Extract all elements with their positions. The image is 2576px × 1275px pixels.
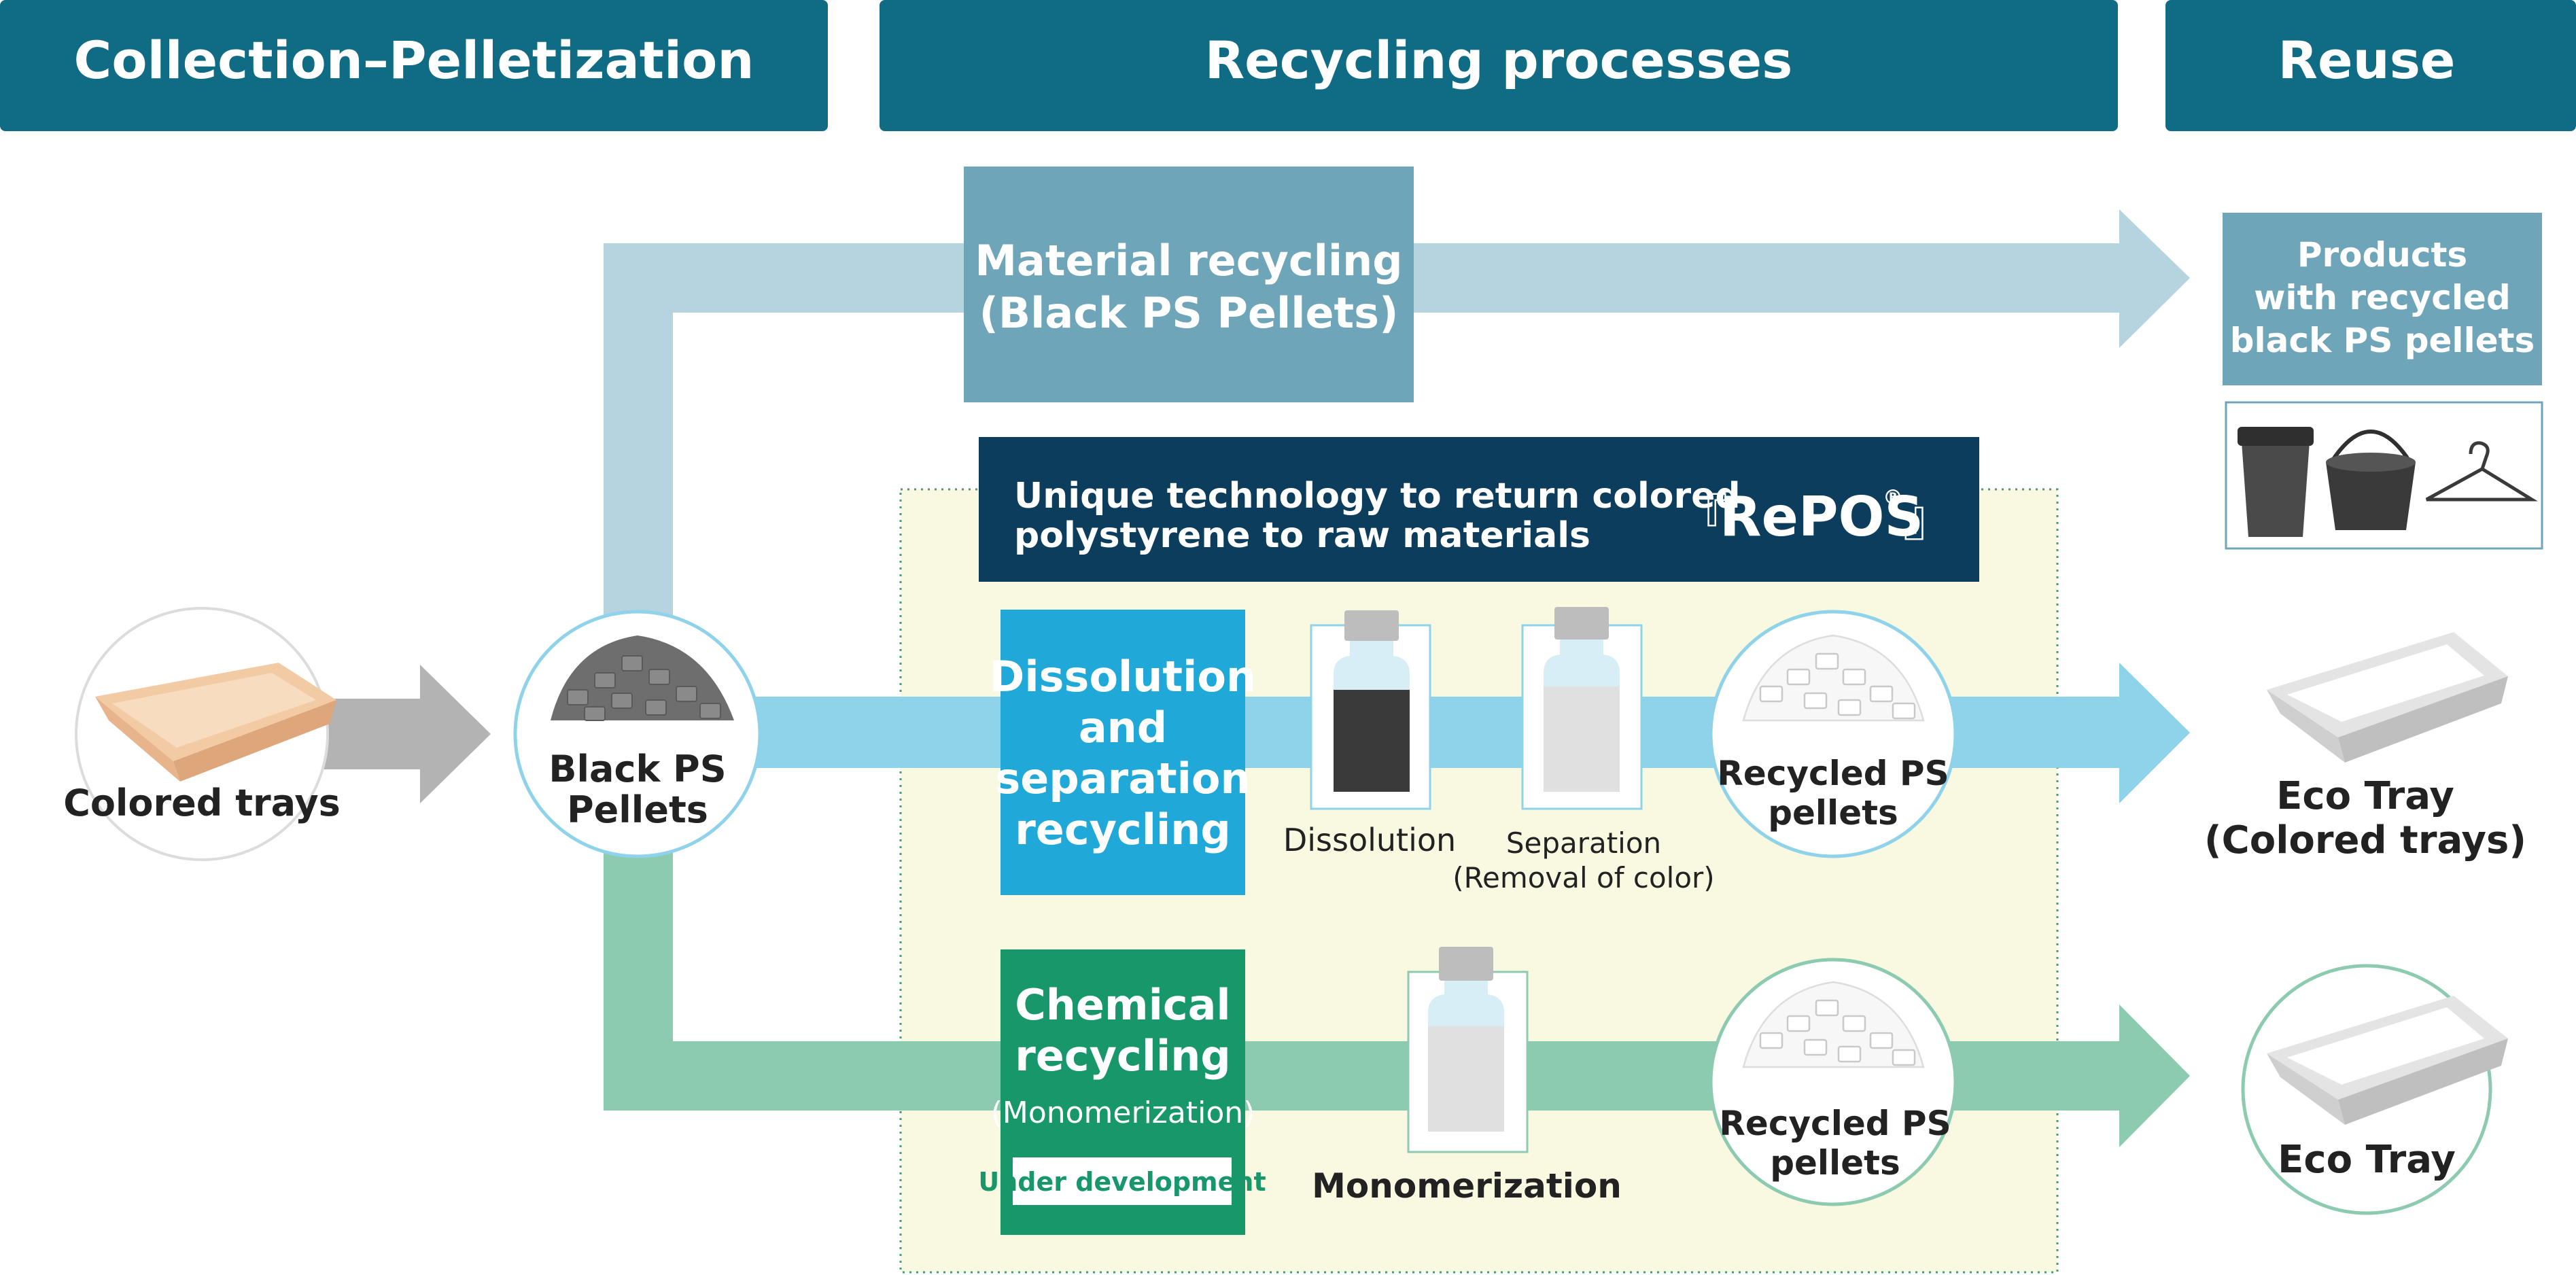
material-recycling-box: Material recycling (Black PS Pellets): [964, 167, 1414, 402]
dissolution-step-label: Dissolution: [1283, 822, 1456, 858]
header-reuse: Reuse: [2165, 0, 2576, 131]
input-arrow: [319, 665, 491, 803]
under-development-badge: [1013, 1157, 1232, 1205]
header-recycling-label: Recycling processes: [1205, 30, 1793, 90]
chemical-arrow-head: [2119, 1005, 2190, 1147]
chemical-line3: (Monomerization): [991, 1096, 1255, 1130]
dissolution-bottle-icon: [1310, 610, 1431, 810]
products-line3: black PS pellets: [2230, 321, 2535, 360]
repos-bracket-open: 『: [1677, 489, 1728, 548]
header-collection-label: Collection–Pelletization: [74, 30, 754, 90]
bucket-icon: [2326, 430, 2416, 530]
separation-step-label-line1: Separation: [1506, 826, 1661, 860]
repos-description-line1: Unique technology to return colored: [1014, 476, 1741, 517]
repos-brand: RePOS: [1720, 485, 1924, 548]
eco-tray-icon-2: [2267, 996, 2508, 1125]
eco-tray-colored-line2: (Colored trays): [2204, 818, 2526, 862]
chemical-output-line2: pellets: [1770, 1143, 1900, 1183]
separation-bottle-icon: [1521, 607, 1643, 810]
hanger-icon: [2425, 441, 2538, 502]
eco-tray-label: Eco Tray: [2278, 1138, 2456, 1182]
repos-registered-mark: ®: [1883, 486, 1903, 510]
products-image-panel: [2225, 401, 2543, 550]
colored-trays-label: Colored trays: [63, 782, 341, 824]
material-arrow-head: [2119, 209, 2190, 348]
eco-tray-icon: [2267, 632, 2508, 763]
material-recycling-line2: (Black PS Pellets): [979, 288, 1399, 338]
dissolution-arrow-head: [2119, 663, 2190, 803]
chemical-output-line1: Recycled PS: [1719, 1104, 1951, 1143]
colored-trays-node: Colored trays: [63, 607, 341, 861]
products-line2: with recycled: [2254, 278, 2511, 317]
chemical-box: Chemical recycling (Monomerization) Unde…: [978, 949, 1266, 1235]
black-pellets-icon: [551, 635, 734, 721]
separation-step-label-line2: (Removal of color): [1452, 861, 1714, 894]
chemical-line2: recycling: [1015, 1031, 1231, 1081]
eco-tray-colored-node: Eco Tray (Colored trays): [2204, 632, 2526, 862]
monomerization-step-label: Monomerization: [1312, 1166, 1622, 1206]
material-recycling-line1: Material recycling: [975, 236, 1402, 285]
black-pellets-label-line1: Black PS: [549, 748, 726, 790]
trash-bin-icon: [2238, 427, 2314, 537]
dissolution-line4: recycling: [1015, 805, 1231, 854]
chemical-line1: Chemical: [1015, 980, 1230, 1030]
header-reuse-label: Reuse: [2278, 30, 2456, 90]
products-box: Products with recycled black PS pellets: [2223, 213, 2542, 385]
white-pellets-icon: [1742, 634, 1925, 722]
colored-tray-icon: [95, 663, 336, 782]
dissolution-line1: Dissolution: [990, 652, 1256, 701]
dissolution-line2: and: [1079, 703, 1167, 752]
dissolution-box: Dissolution and separation recycling: [990, 610, 1256, 895]
dissolution-output-line1: Recycled PS: [1717, 754, 1949, 793]
white-pellets-icon-2: [1742, 981, 1925, 1068]
under-development-label: Under development: [978, 1167, 1266, 1197]
header-recycling: Recycling processes: [880, 0, 2118, 131]
monomerization-bottle-icon: [1407, 947, 1529, 1153]
repos-bracket-close: 』: [1903, 489, 1953, 548]
dissolution-output-line2: pellets: [1768, 793, 1898, 833]
eco-tray-colored-line1: Eco Tray: [2276, 774, 2454, 818]
dissolution-output-node: Recycled PS pellets: [1709, 610, 1957, 858]
repos-description-line2: polystyrene to raw materials: [1014, 515, 1590, 556]
repos-banner: Unique technology to return colored poly…: [979, 437, 1979, 582]
black-pellets-label-line2: Pellets: [567, 788, 708, 831]
products-line1: Products: [2297, 235, 2467, 275]
eco-tray-node: Eco Tray: [2241, 964, 2508, 1215]
header-collection: Collection–Pelletization: [0, 0, 828, 131]
dissolution-line3: separation: [995, 754, 1250, 803]
chemical-output-node: Recycled PS pellets: [1709, 958, 1957, 1206]
black-pellets-node: Black PS Pellets: [513, 610, 762, 858]
